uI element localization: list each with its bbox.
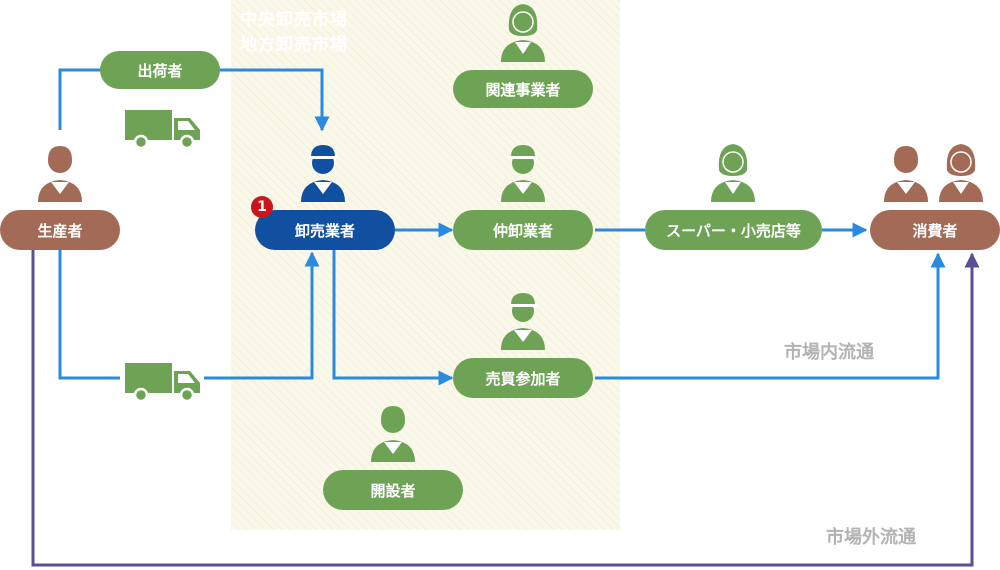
regional-market-label: 地方卸売市場 — [240, 35, 348, 55]
market-operator-node: 開設者 — [323, 470, 463, 510]
wholesaler-node: 卸売業者 — [255, 210, 395, 250]
authorized-buyer-node: 売買参加者 — [453, 358, 593, 398]
consumer-man-icon — [884, 146, 928, 202]
supermarket-retail-node: スーパー・小売店等 — [645, 210, 822, 250]
arrow-producer-to-truck — [58, 250, 120, 380]
retail-woman-icon — [711, 144, 755, 202]
in-market-flow-label: 市場内流通 — [784, 342, 874, 363]
producer-node: 生産者 — [0, 210, 120, 250]
intermediate-worker-cap-icon — [501, 145, 545, 202]
related-business-node: 関連事業者 — [453, 70, 593, 108]
consumer-woman-icon — [939, 144, 983, 202]
buyer-worker-cap-icon — [501, 293, 545, 350]
out-of-market-flow-label: 市場外流通 — [826, 527, 916, 548]
arrow-buyer-to-consumer — [595, 252, 946, 380]
truck-icon — [125, 110, 200, 150]
central-market-label: 中央卸売市場 — [240, 10, 348, 30]
operator-person-icon — [371, 406, 415, 462]
consumer-node: 消費者 — [870, 210, 1000, 250]
intermediate-wholesaler-node: 仲卸業者 — [453, 210, 593, 250]
producer-person-icon — [38, 146, 82, 202]
arrow-wholesaler-to-buyer — [332, 250, 454, 386]
wholesaler-worker-cap-icon — [301, 145, 345, 202]
shipper-node: 出荷者 — [100, 51, 220, 89]
arrow-producer-to-consumer-direct — [31, 250, 980, 567]
related-business-woman-icon — [501, 4, 545, 62]
arrow-shipper-to-wholesaler — [220, 68, 330, 132]
truck-icon — [125, 363, 200, 403]
wholesaler-number-badge: 1 — [251, 196, 273, 218]
arrow-producer-to-shipper — [58, 68, 102, 130]
arrow-truck-to-wholesaler — [204, 251, 320, 380]
